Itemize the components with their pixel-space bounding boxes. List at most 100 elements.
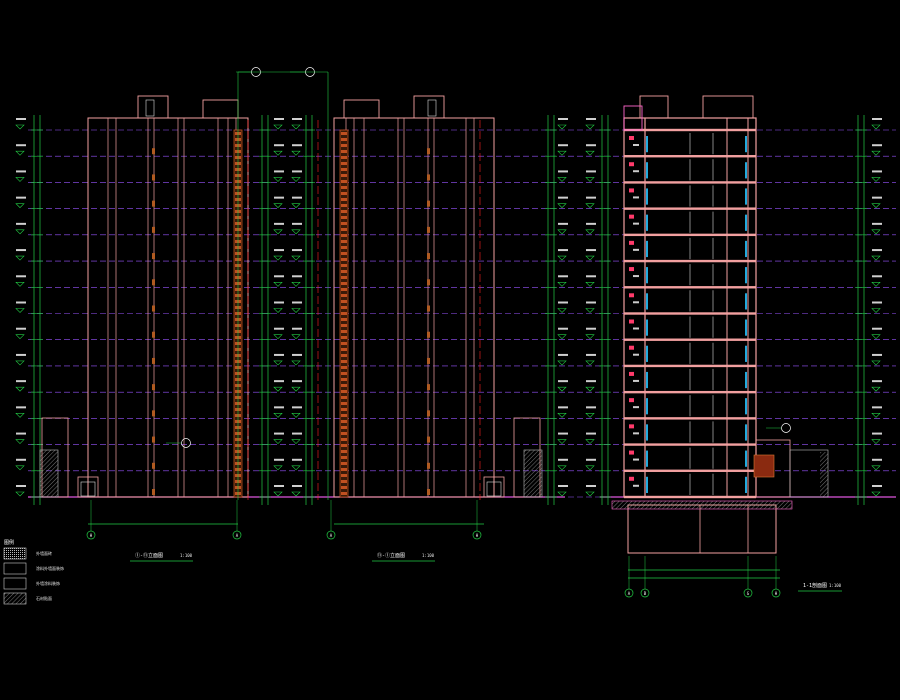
- window-glass-left: [646, 214, 648, 231]
- level-mark: [871, 124, 881, 130]
- roof-stair-tower-e2: [413, 95, 445, 119]
- small-window: [152, 279, 155, 286]
- level-mark: [557, 255, 567, 261]
- section-text-mark: [633, 353, 639, 356]
- floor-slab: [624, 155, 756, 158]
- section-text-mark: [633, 379, 639, 382]
- section-text-mark: [633, 458, 639, 461]
- level-text-mark: [558, 118, 568, 120]
- level-text-mark: [16, 380, 26, 383]
- stair-window: [341, 264, 347, 267]
- stair-window: [341, 438, 347, 441]
- level-mark: [291, 386, 301, 392]
- level-text-mark: [292, 432, 302, 435]
- level-mark: [871, 308, 881, 313]
- level-text-mark: [558, 196, 568, 199]
- level-text-mark: [274, 275, 284, 278]
- level-mark: [15, 281, 25, 287]
- stair-window: [341, 306, 347, 309]
- level-mark: [585, 413, 595, 418]
- level-mark: [15, 491, 25, 497]
- legend-label-1: 涂料外墙面装饰: [36, 565, 64, 571]
- level-mark: [273, 229, 283, 235]
- level-text-mark: [16, 222, 26, 225]
- level-text-mark: [872, 458, 882, 461]
- level-mark: [291, 491, 301, 497]
- floor-slab: [624, 233, 756, 237]
- level-mark: [291, 229, 301, 235]
- level-text-mark: [274, 144, 284, 147]
- floor-slab: [624, 469, 756, 472]
- level-mark: [291, 308, 301, 313]
- level-mark: [871, 465, 881, 471]
- small-window: [427, 226, 430, 233]
- small-window: [427, 462, 430, 469]
- level-text-mark: [292, 144, 302, 147]
- floor-slab: [624, 364, 756, 368]
- level-text-mark: [16, 353, 26, 356]
- level-text-mark: [872, 327, 882, 330]
- level-mark: [557, 360, 567, 366]
- level-mark: [557, 334, 567, 340]
- level-mark: [15, 124, 25, 130]
- level-mark: [585, 334, 595, 340]
- stair-window: [341, 372, 347, 375]
- small-window: [427, 253, 430, 260]
- level-text-mark: [558, 485, 568, 487]
- window-glass-left: [646, 240, 648, 258]
- level-text-mark: [586, 432, 596, 435]
- stair-window: [341, 204, 347, 207]
- stair-window: [341, 480, 347, 483]
- stair-window: [341, 462, 347, 465]
- level-text-mark: [292, 380, 302, 383]
- level-text-mark: [292, 196, 302, 199]
- grid-label-s-h: H: [775, 591, 778, 596]
- window-glass-left: [646, 188, 648, 205]
- floor-slab: [624, 495, 756, 499]
- small-window: [427, 384, 430, 391]
- stair-window: [341, 408, 347, 411]
- level-text-mark: [274, 380, 284, 383]
- level-text-mark: [292, 406, 302, 409]
- window-glass-left: [646, 267, 648, 284]
- section-text-mark: [633, 327, 639, 330]
- level-mark: [273, 150, 283, 156]
- level-mark: [585, 386, 595, 392]
- view-title-elevation-2: ⑪-①立面图: [377, 552, 405, 559]
- level-text-mark: [872, 170, 882, 173]
- level-text-mark: [872, 222, 882, 225]
- level-text-mark: [872, 249, 882, 252]
- roof-door-e2: [427, 99, 437, 117]
- level-text-mark: [292, 118, 302, 120]
- level-text-mark: [292, 275, 302, 278]
- level-mark: [291, 413, 301, 418]
- level-mark: [871, 386, 881, 392]
- legend-label-2: 外墙涂料装饰: [36, 580, 60, 586]
- small-window: [427, 279, 430, 286]
- level-mark: [585, 308, 595, 313]
- small-window: [152, 489, 155, 495]
- floor-slab: [624, 181, 756, 184]
- level-mark: [291, 281, 301, 287]
- level-mark: [273, 203, 283, 209]
- stair-window: [341, 396, 347, 399]
- stair-window: [341, 276, 347, 279]
- level-mark: [291, 177, 301, 182]
- small-window: [427, 148, 430, 155]
- level-mark: [291, 360, 301, 366]
- section-text-mark: [633, 484, 639, 487]
- stair-window: [341, 450, 347, 453]
- stair-window: [341, 258, 347, 261]
- level-mark: [15, 308, 25, 313]
- level-text-mark: [872, 196, 882, 199]
- floor-slab: [624, 443, 756, 446]
- stair-window: [341, 402, 347, 405]
- level-mark: [557, 177, 567, 182]
- level-text-mark: [586, 458, 596, 461]
- level-mark: [15, 413, 25, 418]
- stair-window: [341, 492, 347, 495]
- level-text-mark: [586, 353, 596, 356]
- level-mark: [273, 281, 283, 287]
- level-mark: [871, 281, 881, 287]
